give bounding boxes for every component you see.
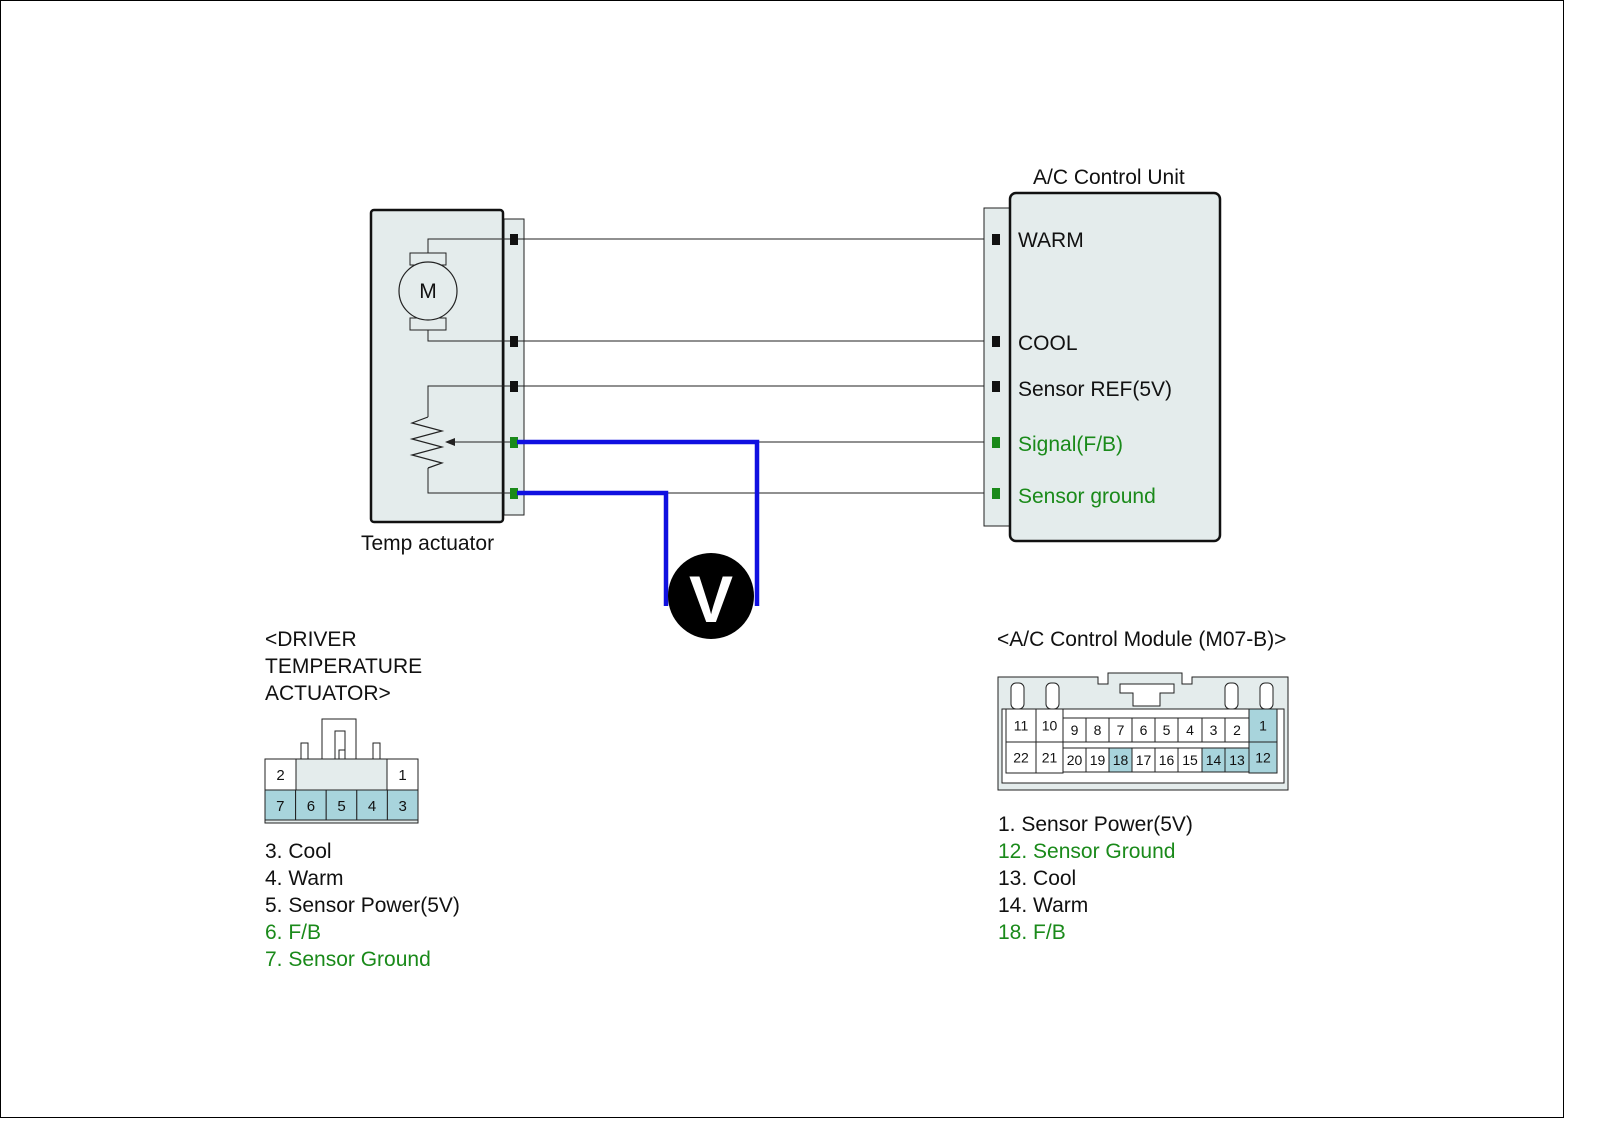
pin-number: 20: [1067, 752, 1083, 768]
wiring-diagram: M Temp actuator A/C Control Unit WARM COO…: [264, 166, 1289, 824]
driver-title-line: ACTUATOR>: [265, 682, 391, 705]
pin-number: 8: [1094, 722, 1102, 738]
legend-item: 3. Cool: [265, 840, 332, 863]
pin-number: 5: [337, 798, 345, 815]
ac-module-connector-title: <A/C Control Module (M07-B)>: [997, 628, 1287, 651]
pin-number: 1: [1259, 718, 1267, 734]
voltmeter-symbol: V: [689, 562, 733, 636]
actuator-pin-cool: [510, 336, 518, 347]
pin-number: 13: [1229, 752, 1245, 768]
pin-number: 21: [1042, 750, 1058, 766]
potentiometer-icon: [409, 385, 513, 494]
actuator-label: Temp actuator: [361, 532, 494, 555]
actuator-connector-strip: [503, 218, 525, 516]
voltmeter-probe-wires: [517, 439, 760, 606]
pin-number: 1: [398, 767, 406, 784]
pin-number: 9: [1071, 722, 1079, 738]
pin-number: 18: [1113, 752, 1129, 768]
actuator-pin-warm: [510, 234, 518, 245]
module-pin: [1224, 747, 1250, 773]
unit-pin-ref: [992, 381, 1000, 392]
connector-pin: [295, 789, 327, 821]
driver-actuator-connector: 2 1 7 6 5 4 3: [264, 718, 419, 824]
pin-number: 4: [368, 798, 376, 815]
legend-item: 5. Sensor Power(5V): [265, 894, 460, 917]
unit-pin-signal: [992, 437, 1000, 448]
legend-item: 6. F/B: [265, 921, 322, 944]
ac-module-pin-legend: 1. Sensor Power(5V) 12. Sensor Ground 13. …: [998, 811, 1193, 946]
pin-number: 12: [1255, 750, 1271, 766]
pin-number: 19: [1090, 752, 1106, 768]
pin-number: 4: [1186, 722, 1194, 738]
control-unit-connector-strip: [983, 207, 1011, 527]
motor-symbol: M: [419, 280, 437, 303]
legend-item: 7. Sensor Ground: [265, 948, 431, 971]
connector-pin: [264, 789, 297, 821]
pin-number: 7: [1117, 722, 1125, 738]
pin-number: 3: [399, 798, 407, 815]
pin-number: 16: [1159, 752, 1175, 768]
terminal-label: Sensor REF(5V): [1018, 378, 1172, 401]
control-unit-box: [1008, 191, 1222, 543]
connector-pin: [386, 758, 419, 791]
unit-pin-warm: [992, 234, 1000, 245]
pin-number: 3: [1210, 722, 1218, 738]
legend-item: 12. Sensor Ground: [998, 840, 1176, 863]
connector-blank: [295, 758, 388, 791]
pin-number: 7: [276, 798, 284, 815]
legend-item: 14. Warm: [998, 894, 1089, 917]
driver-title-line: TEMPERATURE: [265, 655, 423, 678]
legend-item: 13. Cool: [998, 867, 1077, 890]
actuator-pin-ground: [510, 488, 518, 499]
connector-pin: [386, 789, 419, 821]
legend-item: 1. Sensor Power(5V): [998, 813, 1193, 836]
diagram-frame: [0, 0, 1564, 1118]
control-unit-terminal-labels: WARM COOL Sensor REF(5V) Signal(F/B) Sensor …: [1018, 229, 1172, 508]
connector-pin: [356, 789, 388, 821]
pin-number: 11: [1014, 718, 1029, 734]
terminal-label: Sensor ground: [1018, 485, 1156, 508]
module-pin: [1005, 741, 1037, 774]
pin-number: 2: [1233, 722, 1241, 738]
motor-icon: M: [398, 238, 513, 342]
module-pin: [1035, 708, 1064, 743]
pin-number: 22: [1013, 750, 1029, 766]
unit-pin-cool: [992, 336, 1000, 347]
unit-pin-ground: [992, 488, 1000, 499]
pin-number: 17: [1136, 752, 1152, 768]
pin-number: 6: [1140, 722, 1148, 738]
control-unit-label: A/C Control Unit: [1033, 166, 1185, 189]
module-pin: [1248, 741, 1278, 774]
legend-item: 18. F/B: [998, 921, 1066, 944]
actuator-pin-ref: [510, 381, 518, 392]
terminal-label: COOL: [1018, 332, 1078, 355]
actuator-pin-signal: [510, 437, 518, 448]
pin-number: 2: [276, 767, 284, 784]
pin-number: 15: [1182, 752, 1198, 768]
driver-title-line: <DRIVER: [265, 628, 357, 651]
voltmeter-icon: V: [668, 553, 754, 639]
module-pin: [1224, 717, 1250, 743]
driver-pin-legend: 3. Cool 4. Warm 5. Sensor Power(5V) 6. F/B 7…: [265, 838, 460, 973]
pin-number: 6: [307, 798, 315, 815]
pin-number: 5: [1163, 722, 1171, 738]
legend-item: 4. Warm: [265, 867, 344, 890]
module-pin: [1177, 747, 1203, 773]
pin-number: 10: [1042, 718, 1058, 734]
connector-pin: [325, 789, 358, 821]
driver-connector-title: <DRIVER TEMPERATURE ACTUATOR>: [265, 626, 422, 707]
pin-number: 14: [1206, 752, 1222, 768]
terminal-label: WARM: [1018, 229, 1084, 252]
terminal-label: Signal(F/B): [1018, 433, 1123, 456]
